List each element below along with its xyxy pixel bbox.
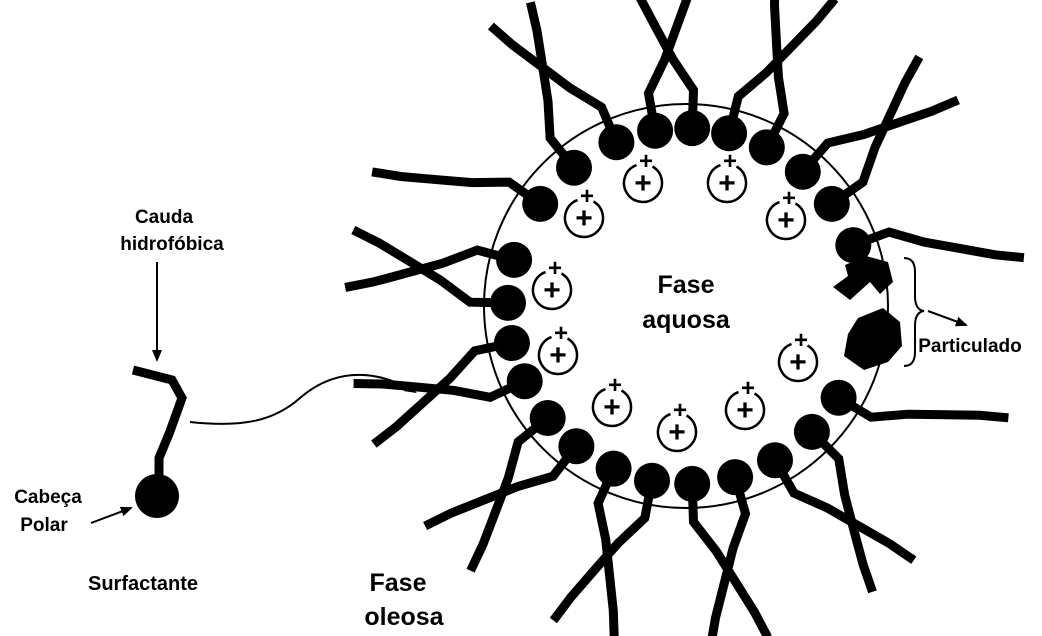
cation-groups: ++++++++++++++++++++ — [533, 148, 817, 451]
water-phase-line2: aquosa — [642, 306, 731, 334]
head-label-line2: Polar — [20, 515, 68, 536]
micelle-polar-head — [674, 110, 710, 146]
micelle-polar-head — [522, 186, 558, 222]
oil-phase-line2: oleosa — [364, 603, 444, 631]
micelle-polar-head — [507, 363, 543, 399]
cation-charge-top: + — [723, 148, 737, 175]
cation-group: ++ — [565, 183, 603, 237]
cation-group: ++ — [624, 148, 662, 202]
micelle-polar-head — [496, 242, 532, 278]
tail-label-line2: hidrofóbica — [120, 234, 224, 255]
micelle-polar-head — [530, 400, 566, 436]
cation-group: ++ — [779, 327, 817, 381]
cation-charge-top: + — [608, 372, 622, 399]
micelle-polar-head — [556, 150, 592, 186]
micelle-polar-head — [717, 459, 753, 495]
cation-group: ++ — [593, 372, 631, 426]
micelle-polar-head — [749, 129, 785, 165]
oil-phase-line1: Fase — [370, 569, 427, 597]
micelle-polar-head — [814, 186, 850, 222]
micelle-polar-head — [711, 115, 747, 151]
tail-label-line1: Cauda — [135, 207, 194, 228]
micelle-polar-head — [821, 380, 857, 416]
particulate-label: Particulado — [918, 336, 1021, 357]
micelle-polar-head — [674, 466, 710, 502]
cation-group: ++ — [767, 185, 805, 239]
head-label-arrow — [91, 508, 131, 523]
micelle-polar-head — [637, 113, 673, 149]
head-label-line1: Cabeça — [14, 487, 82, 508]
particulate-blob-bottom — [844, 308, 902, 370]
cation-group: ++ — [726, 375, 764, 429]
polar-head — [135, 474, 179, 518]
cation-charge-top: + — [782, 185, 796, 212]
surfactant-label: Surfactante — [88, 573, 198, 595]
cation-charge-top: + — [548, 255, 562, 282]
micelle-tail — [345, 250, 514, 287]
micelle-polar-head — [757, 442, 793, 478]
micelle-polar-head — [490, 285, 526, 321]
cation-group: ++ — [533, 255, 571, 309]
micelle-polar-head — [558, 428, 594, 464]
cation-group: ++ — [708, 148, 746, 202]
micelle-polar-head — [794, 414, 830, 450]
surfactant-molecule — [133, 370, 182, 518]
micelle-polar-head — [596, 451, 632, 487]
cation-charge-top: + — [639, 148, 653, 175]
cation-charge-top: + — [580, 183, 594, 210]
cation-group: ++ — [658, 397, 696, 451]
micelle-polar-head — [634, 463, 670, 499]
cation-charge-top: + — [741, 375, 755, 402]
particulate-blob-top — [833, 256, 893, 300]
cation-group: ++ — [539, 320, 577, 374]
cation-charge-top: + — [794, 327, 808, 354]
particulate-label-arrow — [928, 311, 966, 325]
hydrophobic-tail — [133, 370, 182, 490]
water-phase-line1: Fase — [658, 271, 715, 299]
micelle-polar-head — [598, 124, 634, 160]
cation-charge-top: + — [554, 320, 568, 347]
micelle-polar-head — [494, 325, 530, 361]
cation-charge-top: + — [673, 397, 687, 424]
